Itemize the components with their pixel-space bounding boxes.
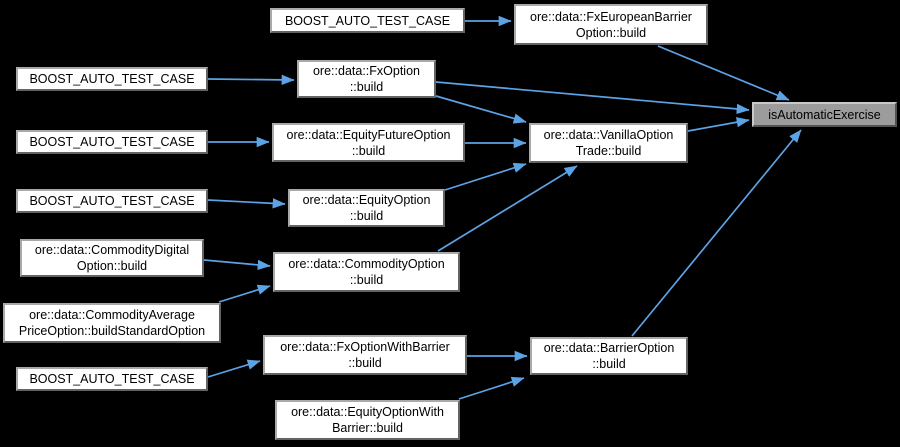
node-label-line: ore::data::VanillaOption bbox=[543, 128, 674, 142]
node-label-line: ore::data::FxEuropeanBarrier bbox=[530, 9, 692, 24]
graph-node-is-automatic-exercise[interactable]: isAutomaticExercise bbox=[752, 102, 897, 127]
node-label-line: ore::data::CommodityAverage bbox=[29, 308, 195, 322]
node-label-line: Option::build bbox=[76, 259, 148, 273]
node-label-line: Option::build bbox=[575, 25, 647, 40]
node-label-line: BOOST_AUTO_TEST_CASE bbox=[284, 13, 451, 28]
node-label-line: ore::data::CommodityOption bbox=[288, 257, 445, 271]
node-label-line: ore::data::EquityOptionWith bbox=[291, 405, 444, 419]
node-label-line: ore::data::FxOption bbox=[312, 64, 420, 78]
edge-boost-auto-test-case-5-to-fx-option-with-barrier-build bbox=[207, 359, 261, 378]
node-label-line: isAutomaticExercise bbox=[768, 107, 881, 122]
node-label-line: ore::data::FxOptionWithBarrier bbox=[280, 340, 450, 354]
edge-commodity-option-build-to-vanilla-option-trade-build bbox=[437, 165, 578, 252]
graph-node-fx-option-build[interactable]: ore::data::FxOption::build bbox=[297, 60, 436, 98]
node-label-line: ore::data::CommodityDigital bbox=[34, 243, 190, 257]
node-label-line: ore::data::EquityFutureOption bbox=[286, 127, 451, 142]
edge-fx-option-build-to-is-automatic-exercise bbox=[435, 81, 750, 115]
node-label-line: ::build bbox=[349, 80, 384, 94]
edge-boost-auto-test-case-2-to-fx-option-build bbox=[207, 74, 295, 86]
node-label-line: BOOST_AUTO_TEST_CASE bbox=[29, 194, 195, 208]
edge-boost-auto-test-case-4-to-equity-option-build bbox=[207, 198, 286, 209]
node-label-line: ::build bbox=[349, 209, 384, 223]
edge-vanilla-option-trade-build-to-is-automatic-exercise bbox=[687, 117, 750, 132]
graph-node-boost-auto-test-case-4[interactable]: BOOST_AUTO_TEST_CASE bbox=[16, 189, 208, 213]
edge-commodity-average-price-option-build-standard-option-to-commodity-option-build bbox=[218, 284, 271, 303]
node-label-line: Barrier::build bbox=[332, 421, 403, 435]
node-label-line: BOOST_AUTO_TEST_CASE bbox=[29, 372, 195, 386]
graph-node-fx-option-with-barrier-build[interactable]: ore::data::FxOptionWithBarrier::build bbox=[263, 335, 467, 375]
node-label-line: BOOST_AUTO_TEST_CASE bbox=[29, 72, 195, 86]
edge-barrier-option-build-to-is-automatic-exercise bbox=[631, 129, 802, 337]
graph-node-barrier-option-build[interactable]: ore::data::BarrierOption::build bbox=[530, 337, 688, 375]
edge-fx-european-barrier-option-build-to-is-automatic-exercise bbox=[657, 45, 790, 101]
node-label-line: BOOST_AUTO_TEST_CASE bbox=[29, 135, 195, 149]
edge-equity-option-build-to-vanilla-option-trade-build bbox=[444, 162, 527, 191]
edge-equity-option-with-barrier-build-to-barrier-option-build bbox=[458, 376, 525, 400]
graph-node-equity-option-build[interactable]: ore::data::EquityOption::build bbox=[288, 189, 445, 227]
node-label-line: ::build bbox=[349, 273, 384, 287]
graph-node-commodity-option-build[interactable]: ore::data::CommodityOption::build bbox=[273, 252, 460, 292]
node-label-line: ::build bbox=[592, 357, 626, 371]
edge-group bbox=[203, 15, 802, 400]
edge-fx-option-build-to-vanilla-option-trade-build bbox=[435, 95, 527, 124]
node-label-line: Trade::build bbox=[575, 144, 642, 158]
graph-node-boost-auto-test-case-3[interactable]: BOOST_AUTO_TEST_CASE bbox=[16, 130, 208, 154]
node-label-line: PriceOption::buildStandardOption bbox=[18, 324, 206, 338]
graph-node-equity-future-option-build[interactable]: ore::data::EquityFutureOption::build bbox=[272, 123, 465, 162]
graph-node-boost-auto-test-case-2[interactable]: BOOST_AUTO_TEST_CASE bbox=[16, 67, 208, 91]
node-label-line: ore::data::EquityOption bbox=[302, 193, 431, 207]
edge-commodity-digital-option-build-to-commodity-option-build bbox=[203, 259, 271, 271]
node-label-line: ore::data::BarrierOption bbox=[543, 341, 675, 355]
graph-node-boost-auto-test-case-1[interactable]: BOOST_AUTO_TEST_CASE bbox=[270, 8, 465, 33]
node-label-line: ::build bbox=[351, 143, 386, 158]
node-label-line: ::build bbox=[348, 356, 382, 370]
graph-node-boost-auto-test-case-5[interactable]: BOOST_AUTO_TEST_CASE bbox=[16, 367, 208, 391]
